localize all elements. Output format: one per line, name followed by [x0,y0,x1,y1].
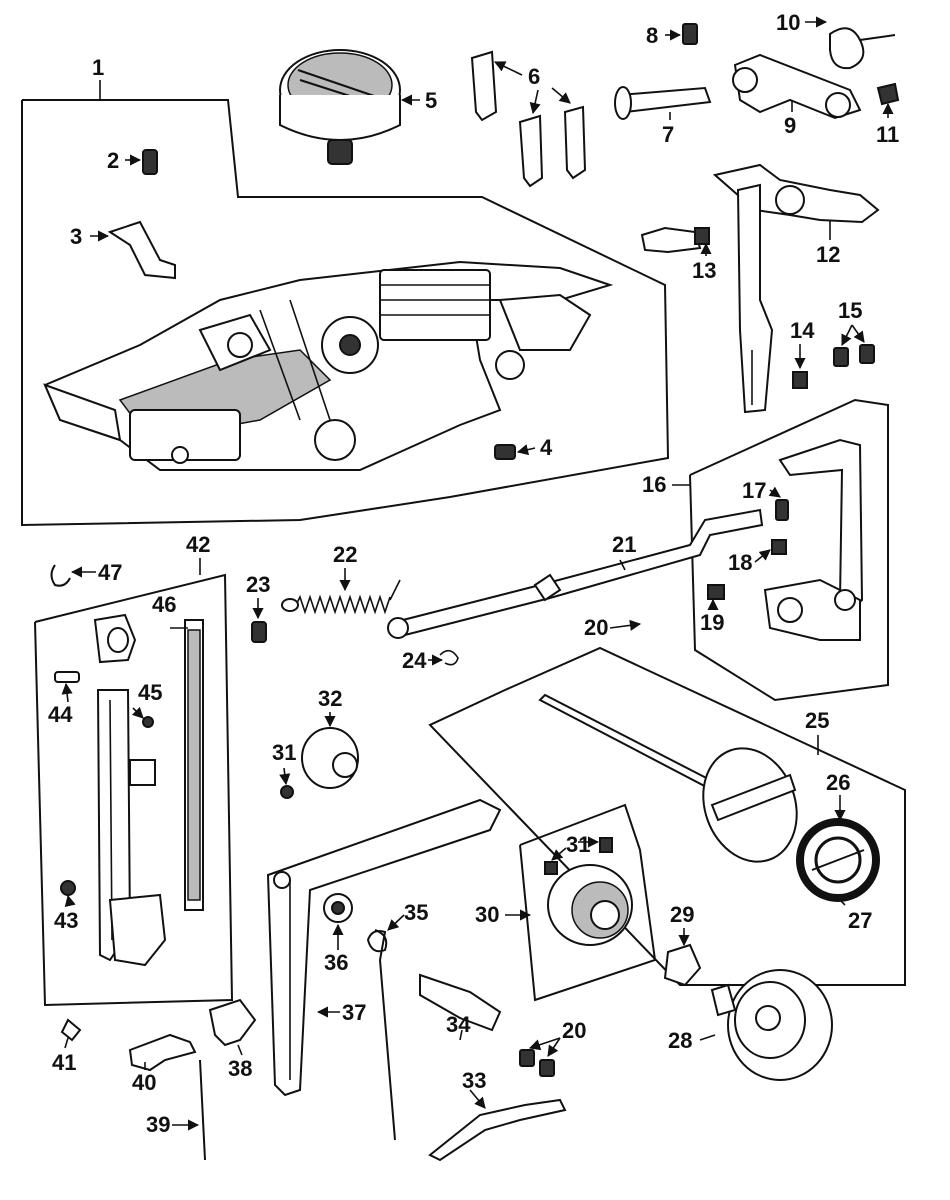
bushing-30 [544,837,633,946]
label-15: 15 [838,298,862,323]
clutch-washer-29 [663,943,702,987]
bushing-outline [519,803,657,1002]
label-37: 37 [342,1000,366,1025]
label-5: 5 [425,88,437,113]
label-12: 12 [816,242,840,267]
label-21: 21 [612,532,636,557]
group-outlines [21,99,906,1007]
label-43: 43 [54,908,78,933]
clamp-3 [107,220,176,280]
label-31a: 31 [272,740,296,765]
label-8: 8 [646,23,658,48]
label-28: 28 [668,1028,692,1053]
label-4: 4 [540,435,553,460]
needle-bar-group [50,564,257,1161]
label-9: 9 [784,113,796,138]
label-36: 36 [324,950,348,975]
lever-21-spring-22 [251,508,764,666]
feed-regulator [707,344,875,641]
label-3: 3 [70,224,82,249]
label-13: 13 [692,258,716,283]
label-2: 2 [107,148,119,173]
part-labels: 1 2 3 4 5 6 7 8 9 10 11 12 13 14 15 16 1… [48,10,899,1137]
label-18: 18 [728,550,752,575]
label-46: 46 [152,592,176,617]
screw-4 [494,444,516,460]
label-42: 42 [186,532,210,557]
label-41: 41 [52,1050,76,1075]
label-47: 47 [98,560,122,585]
handwheel-28 [663,943,833,1081]
stitch-dial-knob [279,49,401,165]
arm-shaft-25 [538,693,880,902]
label-25: 25 [805,708,829,733]
needle-bar-outline [34,573,234,1007]
label-20b: 20 [562,1018,586,1043]
label-40: 40 [132,1070,156,1095]
label-26: 26 [826,770,850,795]
label-27: 27 [848,908,872,933]
main-frame-outline [21,99,670,527]
label-17: 17 [742,478,766,503]
label-10: 10 [776,10,800,35]
label-23: 23 [246,572,270,597]
label-19: 19 [700,610,724,635]
label-44: 44 [48,702,73,727]
label-30: 30 [475,902,499,927]
label-24: 24 [402,648,427,673]
label-16: 16 [642,472,666,497]
label-7: 7 [662,122,674,147]
label-34: 34 [446,1012,471,1037]
label-32: 32 [318,686,342,711]
arm-shaft-outline [428,646,906,986]
label-31b: 31 [566,832,590,857]
label-11: 11 [876,122,899,147]
screws-6 [470,50,587,188]
label-6: 6 [528,64,540,89]
label-39: 39 [146,1112,170,1137]
feed-regulator-outline [689,398,889,702]
label-14: 14 [790,318,815,343]
label-29: 29 [670,902,694,927]
screw-2 [142,149,158,175]
label-20a: 20 [584,615,608,640]
label-45: 45 [138,680,162,705]
leader-lines [61,16,894,1131]
label-38: 38 [228,1056,252,1081]
parts-7-13 [614,23,900,414]
label-35: 35 [404,900,428,925]
label-1: 1 [92,55,104,80]
label-33: 33 [462,1068,486,1093]
lever-37 [266,798,567,1162]
bushing-32 [280,727,359,799]
label-22: 22 [333,542,357,567]
main-frame-casting [43,260,614,471]
